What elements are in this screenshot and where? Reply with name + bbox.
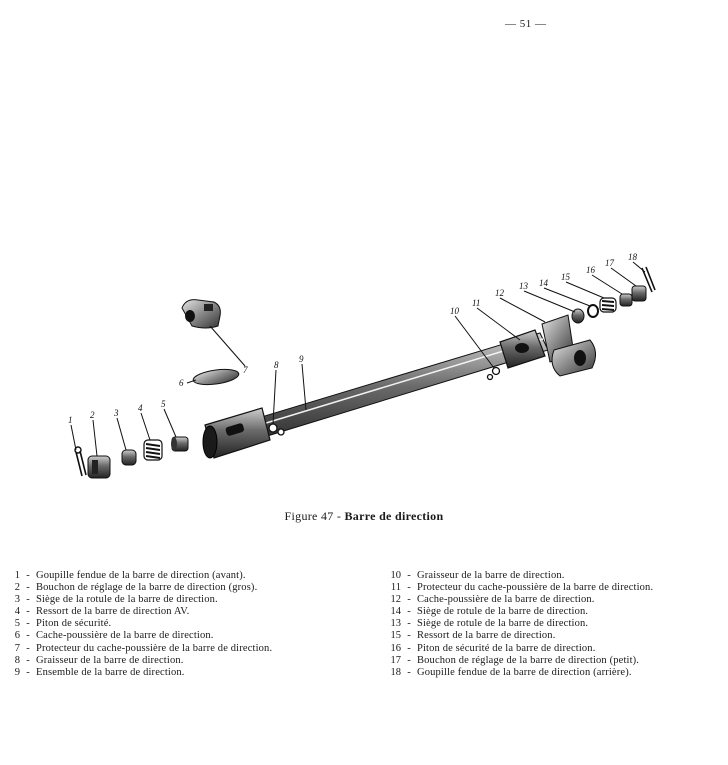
adjusting-plug-large [87, 455, 111, 479]
caption-title: Barre de direction [344, 509, 444, 523]
callout-5: 5 [161, 399, 166, 409]
page-number: — 51 — [505, 18, 547, 30]
legend-item: 7-Protecteur du cache-poussière de la ba… [14, 642, 273, 654]
legend-item: 4-Ressort de la barre de direction AV. [14, 606, 190, 618]
ball-seat-rear-14 [587, 304, 599, 318]
callout-15: 15 [561, 272, 571, 282]
spring-front [143, 439, 163, 461]
callout-18: 18 [628, 252, 638, 262]
spring-rear [599, 297, 617, 313]
legend-item: 3-Siège de la rotule de la barre de dire… [14, 594, 218, 606]
legend-item: 10-Graisseur de la barre de direction. [390, 570, 565, 581]
callout-2: 2 [90, 410, 95, 420]
figure-caption: Figure 47 - Barre de direction [0, 509, 728, 524]
callout-6: 6 [179, 378, 184, 388]
callout-1: 1 [68, 415, 73, 425]
callout-9: 9 [299, 354, 304, 364]
legend-item: 2-Bouchon de réglage de la barre de dire… [14, 582, 258, 594]
legend-item: 13-Siège de rotule de la barre de direct… [390, 618, 589, 630]
caption-prefix: Figure 47 - [284, 509, 342, 523]
safety-piton [171, 436, 189, 452]
cotter-pin-rear [641, 266, 656, 293]
grease-nipple-rear [486, 366, 501, 381]
steering-rod-tube [202, 329, 549, 459]
legend-column-right: 10-Graisseur de la barre de direction. 1… [384, 570, 728, 679]
adjusting-plug-small [631, 285, 647, 302]
callout-8: 8 [274, 360, 279, 370]
callout-3: 3 [113, 408, 119, 418]
callout-7: 7 [243, 365, 248, 375]
ball-seat-rear-13 [571, 308, 585, 324]
exploded-view-illustration: 1 2 3 4 5 6 7 8 9 10 11 12 13 14 15 16 1… [68, 252, 656, 479]
legend-item: 1-Goupille fendue de la barre de directi… [14, 570, 246, 581]
ball-seat-front [121, 449, 137, 466]
legend-item: 17-Bouchon de réglage de la barre de dir… [390, 654, 640, 666]
callout-4: 4 [138, 403, 143, 413]
callout-10: 10 [450, 306, 460, 316]
dust-cover-protector-rear [551, 339, 596, 377]
callout-13: 13 [519, 281, 529, 291]
callout-14: 14 [539, 278, 549, 288]
legend-item: 6-Cache-poussière de la barre de directi… [14, 630, 214, 642]
callout-16: 16 [586, 265, 596, 275]
legend-item: 12-Cache-poussière de la barre de direct… [390, 594, 595, 606]
dust-cover-protector-front [181, 299, 221, 329]
legend-item: 15-Ressort de la barre de direction. [390, 630, 556, 642]
leader-lines [70, 261, 646, 457]
legend-item: 8-Graisseur de la barre de direction. [14, 654, 184, 666]
dust-cover-front [192, 368, 240, 386]
callout-17: 17 [605, 258, 615, 268]
callout-12: 12 [495, 288, 505, 298]
legend-item: 14-Siège de rotule de la barre de direct… [390, 606, 589, 618]
legend-item: 9-Ensemble de la barre de direction. [14, 666, 185, 678]
legend-item: 5-Piton de sécurité. [14, 618, 112, 630]
legend-item: 11-Protecteur du cache-poussière de la b… [390, 582, 654, 594]
legend-item: 18-Goupille fendue de la barre de direct… [390, 666, 632, 678]
callout-11: 11 [472, 298, 480, 308]
legend-item: 16-Piton de sécurité de la barre de dire… [390, 642, 596, 654]
cotter-pin-front [74, 446, 87, 477]
safety-piton-rear [619, 293, 633, 307]
legend-column-left: 1-Goupille fendue de la barre de directi… [3, 570, 363, 679]
